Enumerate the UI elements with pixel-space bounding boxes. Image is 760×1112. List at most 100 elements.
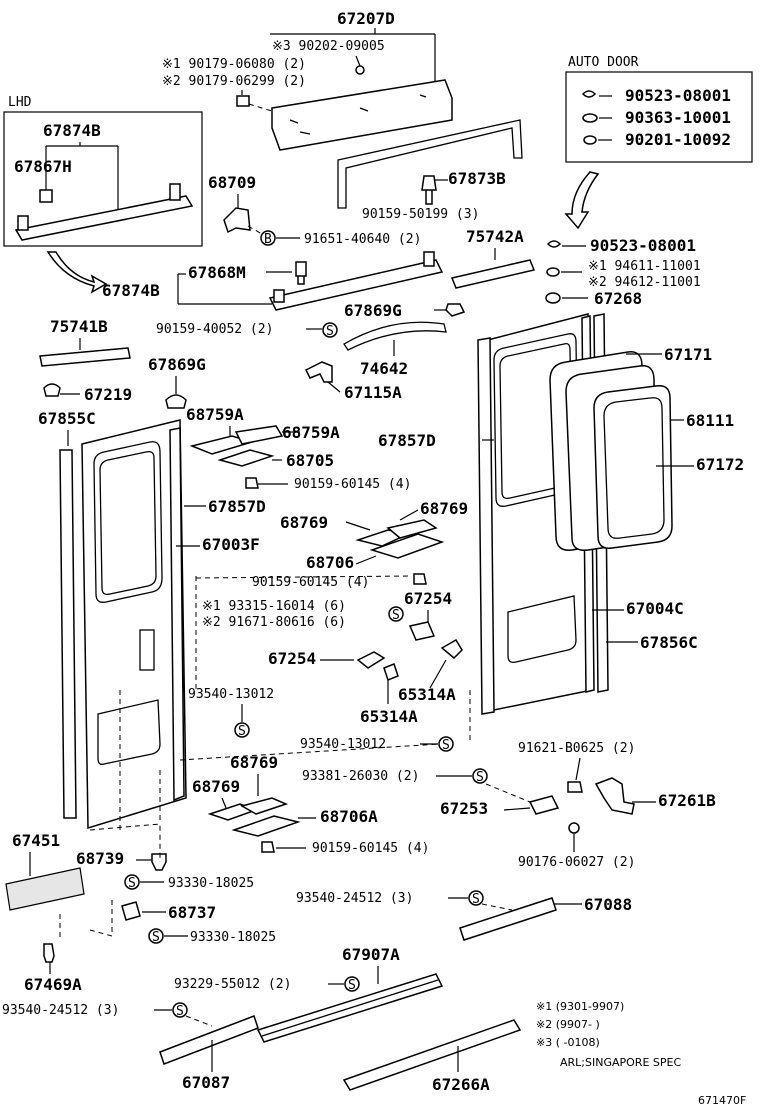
- note-3: ※3 ( -0108): [536, 1036, 600, 1049]
- symbol-s-icon: [344, 976, 360, 992]
- label-68769-b: 68769: [420, 499, 468, 518]
- spacer-icon: [582, 113, 598, 123]
- stopper-68737: [121, 901, 141, 921]
- label-67874B-top: 67874B: [43, 121, 101, 140]
- hinge-68706A: [231, 815, 301, 837]
- glass-68111: [593, 385, 673, 549]
- label-67004C: 67004C: [626, 599, 684, 618]
- symbol-s-icon: [124, 874, 140, 890]
- washer-icon: [583, 135, 597, 145]
- label-67172: 67172: [696, 455, 744, 474]
- label-67868M: 67868M: [188, 263, 246, 282]
- label-68737: 68737: [168, 903, 216, 922]
- label-90159-60145a: 90159-60145 (4): [294, 477, 411, 492]
- label-93540-24512a: 93540-24512 (3): [296, 891, 413, 906]
- hinge-68769-d: [240, 797, 289, 815]
- label-90176: 90176-06027 (2): [518, 855, 635, 870]
- label-90179b: ※2 90179-06299 (2): [162, 74, 306, 89]
- label-67857D-r: 67857D: [378, 431, 436, 450]
- plate-67088: [459, 897, 557, 941]
- cushion-icon: [545, 292, 561, 304]
- header-panel-67207D: [271, 79, 453, 151]
- grommet-icon: [581, 90, 597, 98]
- label-67115A: 67115A: [344, 383, 402, 402]
- label-90179a: ※1 90179-06080 (2): [162, 57, 306, 72]
- stopper-icon: [39, 189, 53, 203]
- lock-67253: [528, 795, 560, 815]
- auto-door-arrow-icon: [564, 171, 600, 230]
- nut-icon: [568, 822, 580, 834]
- symbol-s-text: S: [128, 876, 136, 891]
- bolt-icon: [245, 477, 259, 489]
- label-67907A: 67907A: [342, 945, 400, 964]
- label-75741B: 75741B: [50, 317, 108, 336]
- window-right-lower: [507, 595, 577, 664]
- note-2: ※2 (9907- ): [536, 1018, 600, 1031]
- label-74642: 74642: [360, 359, 408, 378]
- label-68759A-1: 68759A: [186, 405, 244, 424]
- bracket-68709: [223, 207, 251, 234]
- label-a3: 90201-10092: [625, 130, 731, 149]
- label-91621: 91621-B0625 (2): [518, 741, 635, 756]
- washer-icon: [546, 267, 560, 277]
- symbol-s-text: S: [442, 738, 450, 753]
- label-a1: 90523-08001: [625, 86, 731, 105]
- symbol-s-icon: [148, 928, 164, 944]
- bracket-67261B: [594, 777, 635, 815]
- symbol-s-text: S: [238, 724, 246, 739]
- symbol-s-icon: [468, 890, 484, 906]
- window-left-upper: [93, 441, 163, 603]
- sash-67857D-l: [169, 427, 185, 802]
- symbol-s-text: S: [348, 978, 356, 993]
- label-65314A-r: 65314A: [398, 685, 456, 704]
- door-left-67003F: [81, 419, 187, 830]
- window-left-lower: [97, 699, 161, 766]
- rail-lhd: [14, 195, 194, 241]
- label-68769-c: 68769: [230, 753, 278, 772]
- bolt-icon: [413, 573, 427, 585]
- weatherstrip-67855C: [59, 449, 77, 819]
- symbol-b-icon: [260, 230, 276, 246]
- plate-67087: [159, 1015, 259, 1065]
- sash-67857D-r: [477, 337, 495, 715]
- hinge-68759A-b: [234, 425, 284, 445]
- label-68769-a: 68769: [280, 513, 328, 532]
- symbol-s-text: S: [176, 1004, 184, 1019]
- handle-74642: [343, 321, 447, 351]
- label-67266A: 67266A: [432, 1075, 490, 1094]
- symbol-s-icon: [234, 722, 250, 738]
- label-93229: 93229-55012 (2): [174, 977, 291, 992]
- label-68706: 68706: [306, 553, 354, 572]
- label-67003F: 67003F: [202, 535, 260, 554]
- hinge-68706: [369, 533, 445, 559]
- label-68111: 68111: [686, 411, 734, 430]
- label-a2: 90363-10001: [625, 108, 731, 127]
- label-93330a: 93330-18025: [168, 876, 254, 891]
- label-67207D: 67207D: [337, 9, 395, 28]
- hinge-68705: [217, 449, 275, 467]
- symbol-s-icon: [388, 606, 404, 622]
- symbol-s-text: S: [152, 930, 160, 945]
- lhd-box: [3, 111, 203, 247]
- label-67088: 67088: [584, 895, 632, 914]
- label-67857D-l: 67857D: [208, 497, 266, 516]
- pin-67469A: [43, 943, 55, 963]
- label-93540-24512b: 93540-24512 (3): [2, 1003, 119, 1018]
- bolt-icon: [567, 781, 583, 793]
- label-67869G-r: 67869G: [344, 301, 402, 320]
- guide-67873B: [337, 119, 523, 209]
- label-68705: 68705: [286, 451, 334, 470]
- label-94612: ※2 94612-11001: [588, 275, 701, 290]
- lhd-arrow-icon: [46, 251, 108, 294]
- label-68769-d: 68769: [192, 777, 240, 796]
- label-90202: ※3 90202-09005: [272, 39, 385, 54]
- label-67219: 67219: [84, 385, 132, 404]
- label-93381: 93381-26030 (2): [302, 769, 419, 784]
- symbol-s-icon: [322, 322, 338, 338]
- symbol-s-text: S: [476, 770, 484, 785]
- trim-67266A: [342, 1019, 522, 1091]
- stopper-68739: [151, 853, 167, 871]
- stopper-67868M: [295, 261, 307, 285]
- note-4: ARL;SINGAPORE SPEC: [560, 1056, 681, 1069]
- label-67253: 67253: [440, 799, 488, 818]
